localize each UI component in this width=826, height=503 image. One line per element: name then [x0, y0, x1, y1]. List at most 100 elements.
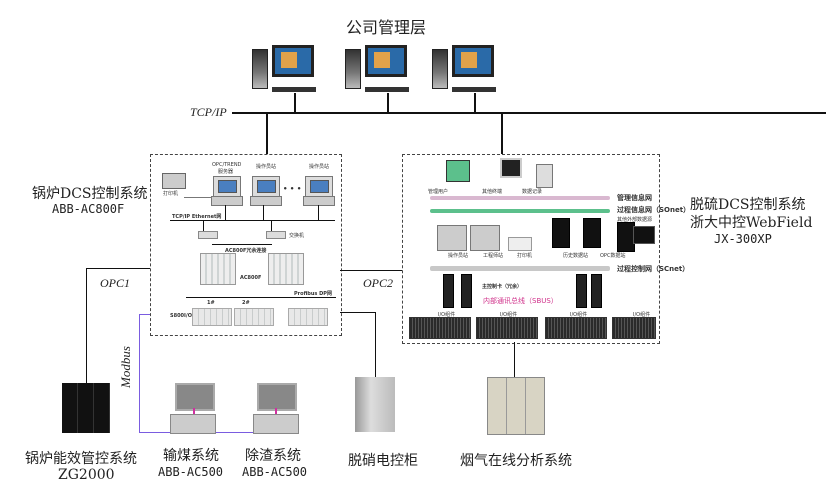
bottom-system-3-name: 除渣系统	[245, 448, 301, 464]
data-record-icon	[536, 164, 553, 188]
modbus-label: Modbus	[118, 346, 133, 388]
ellipsis: • • •	[283, 185, 302, 193]
history-server-icon	[552, 218, 570, 248]
controller-label: AC800F	[240, 275, 262, 281]
io-rack-icon	[476, 317, 538, 339]
pc-base-icon	[303, 196, 335, 206]
pc-base-icon	[250, 196, 282, 206]
process-control-network-label: 过程控制网（SCnet）	[617, 265, 690, 273]
denox-link	[340, 312, 376, 313]
modbus-link-bottom	[139, 432, 299, 433]
operator-station-label: 操作员站	[309, 164, 330, 170]
switch-icon	[198, 231, 218, 239]
workstation[interactable]	[432, 45, 502, 95]
ethernet-label: TCP/IP Ethernet网	[172, 214, 222, 220]
opc1-link-vertical	[86, 268, 87, 383]
terminal-icon	[500, 158, 522, 178]
printer-icon	[162, 173, 186, 189]
controller-icon	[268, 253, 304, 285]
process-info-bus	[430, 209, 610, 213]
opc-server-label-2: 服务器	[218, 169, 234, 175]
cems-link	[514, 342, 515, 380]
right-system-title: 脱硫DCS控制系统	[690, 197, 806, 213]
redundant-label: AC800F冗余连接	[225, 248, 267, 254]
left-system-title: 锅炉DCS控制系统	[32, 186, 148, 202]
opc1-label: OPC1	[100, 276, 130, 290]
drop-line	[271, 221, 272, 231]
io-label: S800I/O	[170, 313, 192, 319]
cems-cabinet-icon[interactable]	[487, 377, 545, 435]
bottom-system-3-model: ABB-AC500	[242, 465, 308, 479]
drop-line	[225, 205, 226, 220]
left-dcs-box	[150, 154, 342, 336]
right-uplink-line	[501, 112, 503, 154]
profibus-bus	[186, 297, 336, 298]
denox-link-vertical	[375, 312, 376, 380]
ws-drop-line	[474, 93, 476, 113]
ethernet-bus	[170, 220, 335, 221]
tcpip-bus	[232, 112, 826, 114]
io-rack-icon	[612, 317, 656, 339]
io-rack-icon	[545, 317, 607, 339]
modbus-link	[139, 314, 140, 432]
drop-line	[203, 221, 204, 231]
monitor-icon	[365, 45, 407, 77]
keyboard-icon	[452, 87, 496, 92]
plc-icon	[170, 414, 216, 434]
mgmt-user-label: 管理用户	[428, 189, 449, 195]
main-control-card-icon	[443, 274, 454, 308]
opc2-label: OPC2	[363, 276, 393, 290]
io-group-label: I/O组件	[438, 312, 456, 318]
pc-tower-icon	[432, 49, 448, 89]
workstation[interactable]	[345, 45, 415, 95]
operator-console-icon	[437, 225, 467, 251]
hmi-panel-icon[interactable]	[175, 383, 215, 411]
io-rack-icon	[409, 317, 471, 339]
process-control-bus	[430, 266, 610, 271]
profibus-label: Profibus DP网	[294, 291, 332, 297]
opc-server-label: OPC/TREND	[212, 162, 242, 168]
switch-label: 交换机	[289, 233, 305, 239]
right-system-vendor: 浙大中控WebField	[690, 215, 813, 231]
opc2-link	[340, 270, 402, 271]
data-record-label: 数据记录	[522, 189, 543, 195]
bottom-system-2-name: 输煤系统	[163, 448, 219, 464]
ws-drop-line	[387, 93, 389, 113]
bottom-system-1-model: ZG2000	[58, 467, 115, 483]
right-dcs-box	[402, 154, 660, 344]
io-module-icon	[192, 308, 232, 326]
mgmt-network-label: 管理信息网	[617, 194, 652, 202]
main-control-card-icon	[591, 274, 602, 308]
io-2-label: 2#	[242, 300, 250, 306]
other-terminal-label: 其他终端	[482, 189, 503, 195]
opc-server-icon	[583, 218, 601, 248]
printer-label: 打印机	[163, 191, 179, 197]
io-module-icon	[288, 308, 328, 326]
external-data-label: 其他外部数据源	[617, 217, 653, 223]
bottom-system-4-name: 脱硝电控柜	[348, 453, 418, 469]
pc-tower-icon	[345, 49, 361, 89]
bottom-system-5-name: 烟气在线分析系统	[460, 453, 572, 469]
io-1-label: 1#	[207, 300, 215, 306]
process-info-network-label: 过程信息网（SOnet）	[617, 206, 691, 214]
server-rack-icon[interactable]	[62, 383, 110, 433]
io-module-icon	[234, 308, 274, 326]
io-group-label: I/O组件	[500, 312, 518, 318]
monitor-icon	[452, 45, 494, 77]
io-group-label: I/O组件	[633, 312, 651, 318]
page-title: 公司管理层	[346, 18, 427, 37]
hmi-panel-icon[interactable]	[257, 383, 297, 411]
drop-line	[263, 205, 264, 220]
switch-icon	[266, 231, 286, 239]
redundant-link	[212, 244, 272, 245]
pc-tower-icon	[252, 49, 268, 89]
main-control-card-icon	[461, 274, 472, 308]
denox-cabinet-icon[interactable]	[355, 377, 395, 432]
hmi-link	[193, 408, 195, 414]
opc1-link	[86, 268, 150, 269]
printer-label: 打印机	[517, 253, 533, 259]
tcpip-label: TCP/IP	[190, 105, 227, 119]
printer-link	[184, 197, 214, 198]
bottom-system-1-name: 锅炉能效管控系统	[25, 451, 137, 467]
workstation[interactable]	[252, 45, 322, 95]
